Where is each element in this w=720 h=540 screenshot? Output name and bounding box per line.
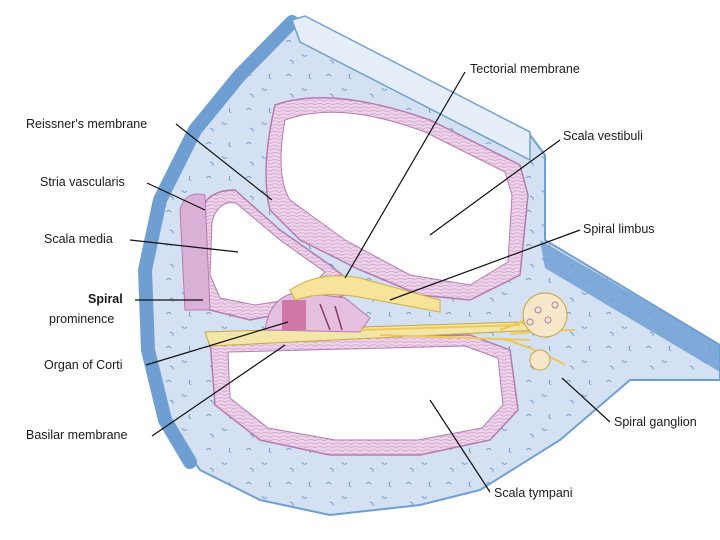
label-scala-tympani: Scala tympani (494, 486, 573, 500)
stria-vascularis-shape (180, 194, 210, 310)
label-scala-media: Scala media (44, 232, 113, 246)
label-spiral-limbus: Spiral limbus (583, 222, 655, 236)
scala-tympani-region (210, 335, 518, 455)
label-spiral-prominence-line1: Spiral (88, 292, 123, 306)
label-stria-vascularis: Stria vascularis (40, 175, 125, 189)
label-organ-of-corti: Organ of Corti (44, 358, 123, 372)
label-scala-vestibuli: Scala vestibuli (563, 129, 643, 143)
label-spiral-prominence-line2: prominence (49, 312, 114, 326)
label-basilar-membrane: Basilar membrane (26, 428, 127, 442)
label-reissners-membrane: Reissner's membrane (26, 117, 147, 131)
label-spiral-ganglion: Spiral ganglion (614, 415, 697, 429)
label-tectorial-membrane: Tectorial membrane (470, 62, 580, 76)
